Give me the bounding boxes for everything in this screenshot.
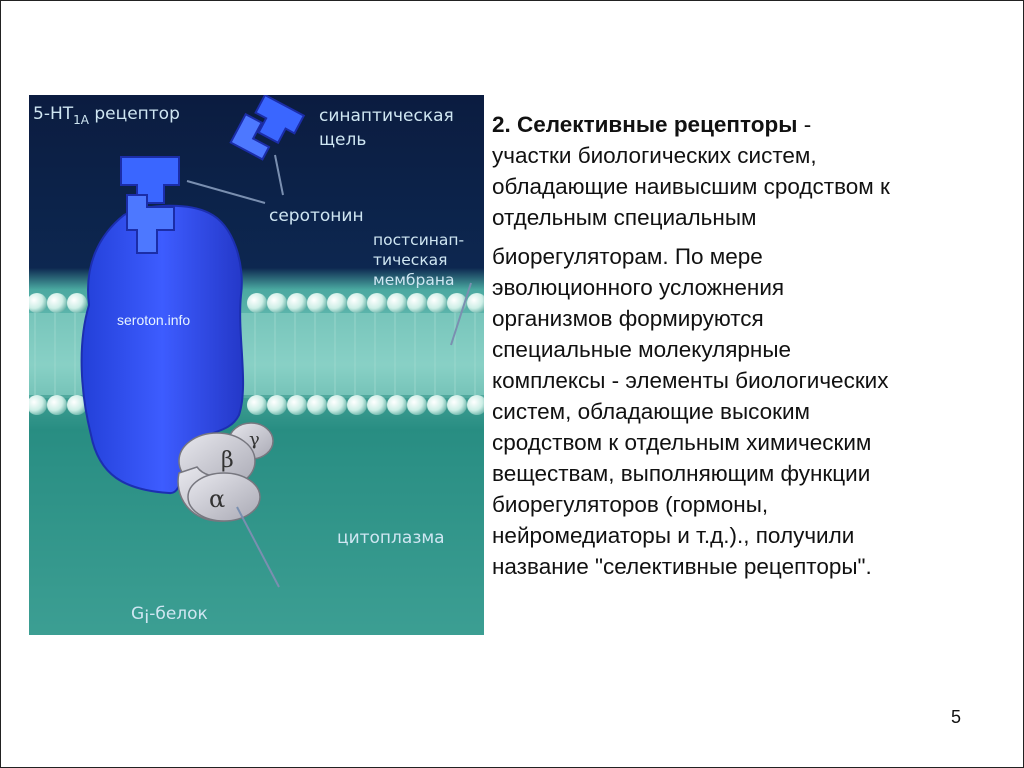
heading-line: 2. Селективные рецепторы - — [492, 109, 1007, 140]
membrane-label-line1: постсинап- — [373, 231, 464, 249]
receptor-figure: β γ α 5-HT1A рецептор синаптическая щель… — [29, 95, 484, 635]
serotonin-label: серотонин — [269, 206, 364, 226]
cytoplasm-label: цитоплазма — [337, 528, 445, 548]
text-line: специальные молекулярные — [492, 337, 792, 362]
membrane-label-line3: мембрана — [373, 271, 454, 289]
synaptic-cleft-label-line1: синаптическая — [319, 106, 454, 126]
synaptic-cleft-label-line2: щель — [319, 130, 366, 150]
lipid-tails — [34, 310, 476, 397]
text-line: отдельным специальным — [492, 205, 757, 230]
text-line: веществам, выполняющим функции — [492, 461, 871, 486]
text-line: комплексы - элементы биологических — [492, 368, 889, 393]
g-protein-icon — [177, 422, 274, 522]
gamma-subunit-label: γ — [249, 429, 260, 450]
serotonin-bound-icon — [120, 156, 180, 254]
serotonin-free-icon — [229, 95, 306, 161]
text-line: участки биологических систем, — [492, 143, 817, 168]
watermark: seroton.info — [117, 312, 190, 328]
page-number: 5 — [951, 707, 962, 727]
g-protein-label: Gi-белок — [131, 604, 208, 628]
definition-text: 2. Селективные рецепторы - участки биоло… — [492, 109, 1007, 582]
pointer-lines — [186, 154, 472, 588]
membrane-beads-top — [29, 293, 484, 313]
membrane-beads-bottom — [29, 395, 484, 415]
text-line: биорегуляторов (гормоны, — [492, 492, 769, 517]
text-line: сродством к отдельным химическим — [492, 430, 872, 455]
text-line: систем, обладающие высоким — [492, 399, 811, 424]
text-line: организмов формируются — [492, 306, 764, 331]
text-line: нейромедиаторы и т.д.)., получили — [492, 523, 855, 548]
heading-number: 2. — [492, 112, 511, 137]
text-line: обладающие наивысшим сродством к — [492, 174, 890, 199]
receptor-diagram: β γ α 5-HT1A рецептор синаптическая щель… — [29, 95, 484, 635]
receptor-label: 5-HT1A рецептор — [33, 104, 180, 127]
text-line: название "селективные рецепторы". — [492, 554, 872, 579]
beta-subunit-label: β — [221, 448, 234, 473]
alpha-subunit-label: α — [209, 485, 225, 513]
heading-dash: - — [803, 112, 812, 137]
text-line: биорегуляторам. По мере — [492, 244, 763, 269]
text-line: эволюционного усложнения — [492, 275, 785, 300]
membrane-label-line2: тическая — [373, 251, 448, 269]
heading-title: Селективные рецепторы — [517, 112, 798, 137]
